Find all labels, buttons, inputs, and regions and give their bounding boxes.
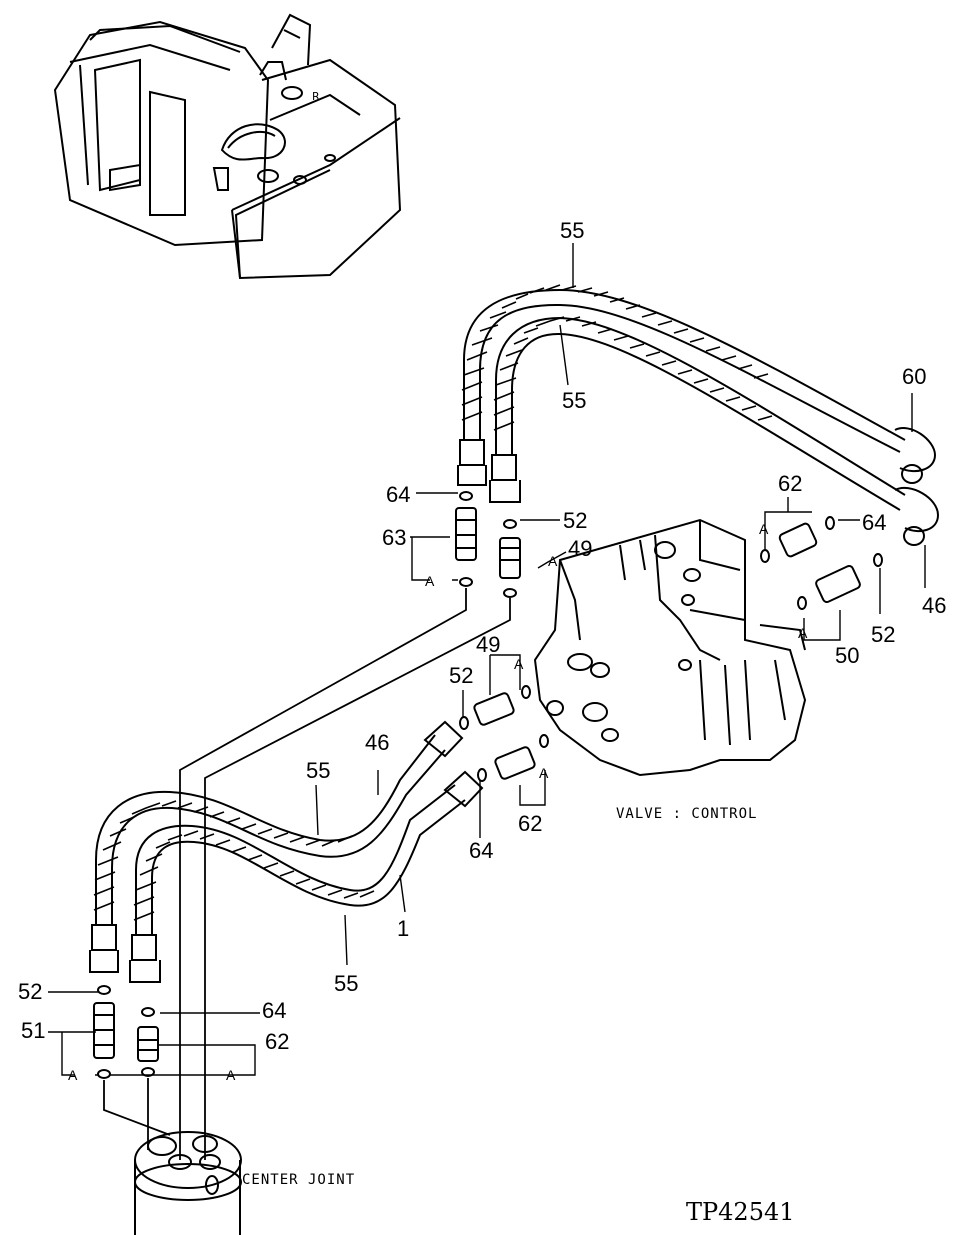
label-46-a: 46: [922, 593, 947, 618]
label-55-left: 55: [306, 758, 331, 783]
label-50: 50: [835, 643, 860, 668]
label-62-a: 62: [778, 471, 803, 496]
a-mark-3: A: [759, 521, 769, 537]
a-mark-4: A: [798, 625, 808, 641]
label-52-b: 52: [871, 622, 896, 647]
caption-valve-control: VALVE : CONTROL: [616, 806, 758, 822]
label-63: 63: [382, 525, 407, 550]
label-64-b: 64: [862, 510, 887, 535]
center-joint: [135, 1132, 241, 1235]
label-46-b: 46: [365, 730, 390, 755]
label-49-b: 49: [476, 632, 501, 657]
lower-fittings: [94, 986, 158, 1078]
label-1: 1: [397, 916, 410, 941]
upper-hoses: [458, 285, 938, 545]
pilot-lines: [104, 588, 510, 1160]
reference-number: TP42541: [686, 1198, 795, 1226]
label-51: 51: [21, 1018, 46, 1043]
label-55-bottom: 55: [334, 971, 359, 996]
middle-fittings: [460, 686, 548, 781]
a-mark-8: A: [226, 1067, 236, 1083]
svg-text:R: R: [312, 90, 320, 103]
label-49-a: 49: [568, 536, 593, 561]
control-valve: [535, 520, 805, 775]
label-64-a: 64: [386, 482, 411, 507]
label-55-mid: 55: [562, 388, 587, 413]
a-mark-1: A: [425, 573, 435, 589]
label-62-c: 62: [265, 1029, 290, 1054]
label-60: 60: [902, 364, 927, 389]
a-mark-2: A: [548, 553, 558, 569]
leader-lines: [48, 243, 925, 1075]
lower-hoses: [90, 722, 482, 982]
a-mark-6: A: [539, 765, 549, 781]
label-52-c: 52: [449, 663, 474, 688]
a-mark-5: A: [514, 656, 524, 672]
label-55-top: 55: [560, 218, 585, 243]
a-mark-7: A: [68, 1067, 78, 1083]
label-52-a: 52: [563, 508, 588, 533]
label-52-d: 52: [18, 979, 43, 1004]
upper-fittings: [456, 492, 882, 609]
excavator-illustration: R: [55, 15, 400, 278]
label-62-b: 62: [518, 811, 543, 836]
caption-center-joint: CENTER JOINT: [242, 1172, 356, 1188]
label-64-d: 64: [262, 998, 287, 1023]
label-64-c: 64: [469, 838, 494, 863]
